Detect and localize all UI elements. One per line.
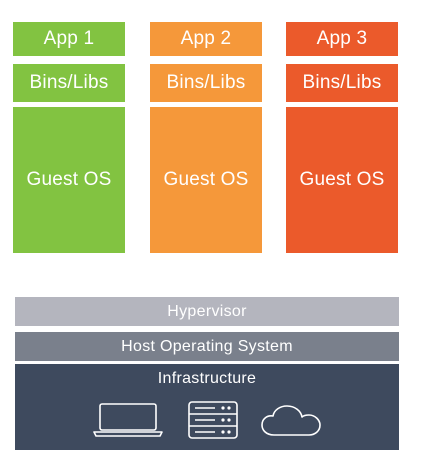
app-label: App 2 bbox=[180, 28, 232, 49]
host-os-label: Host Operating System bbox=[121, 337, 293, 355]
bins-libs-label: Bins/Libs bbox=[302, 72, 382, 93]
cloud-icon bbox=[261, 405, 321, 436]
bins-libs-label: Bins/Libs bbox=[166, 72, 246, 93]
infrastructure-label: Infrastructure bbox=[157, 370, 257, 387]
guest-os-label: Guest OS bbox=[26, 169, 112, 190]
host-os-layer: Host Operating System bbox=[15, 332, 399, 361]
infrastructure-layer: Infrastructure bbox=[15, 364, 399, 450]
bins-libs-box: Bins/Libs bbox=[286, 64, 398, 102]
laptop-icon bbox=[93, 403, 163, 437]
bins-libs-label: Bins/Libs bbox=[29, 72, 109, 93]
bins-libs-box: Bins/Libs bbox=[13, 64, 125, 102]
guest-os-box: Guest OS bbox=[150, 107, 262, 253]
guest-os-box: Guest OS bbox=[286, 107, 398, 253]
app-box: App 1 bbox=[13, 22, 125, 56]
bins-libs-box: Bins/Libs bbox=[150, 64, 262, 102]
guest-os-label: Guest OS bbox=[163, 169, 249, 190]
guest-os-label: Guest OS bbox=[299, 169, 385, 190]
app-label: App 1 bbox=[43, 28, 95, 49]
guest-os-box: Guest OS bbox=[13, 107, 125, 253]
app-label: App 3 bbox=[316, 28, 368, 49]
hypervisor-label: Hypervisor bbox=[167, 302, 247, 320]
hypervisor-layer: Hypervisor bbox=[15, 297, 399, 326]
infrastructure-icons bbox=[15, 400, 399, 444]
server-icon bbox=[188, 401, 238, 439]
app-box: App 2 bbox=[150, 22, 262, 56]
app-box: App 3 bbox=[286, 22, 398, 56]
